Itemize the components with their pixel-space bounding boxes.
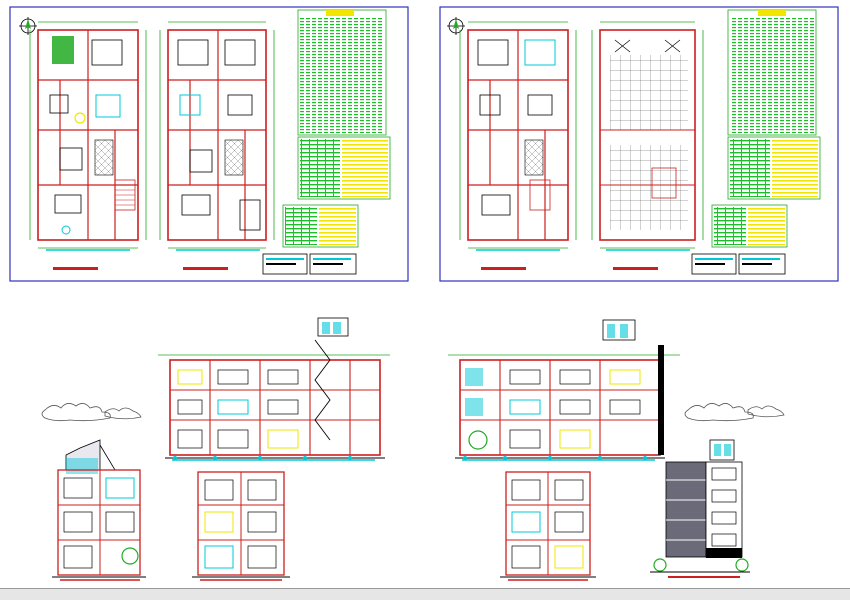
status-bar xyxy=(0,588,850,600)
compass-rose-icon xyxy=(19,17,37,35)
longitudinal-section-right[interactable] xyxy=(448,319,680,461)
compass-rose-icon xyxy=(447,17,465,35)
longitudinal-section-left[interactable] xyxy=(158,317,390,461)
sheet-border xyxy=(439,6,839,282)
floor-plan-upper[interactable] xyxy=(459,21,577,270)
floor-plans-sheet-2[interactable] xyxy=(439,6,839,282)
cloud-decoration-left xyxy=(41,403,142,422)
rear-elevation[interactable] xyxy=(500,471,596,581)
front-elevation-3d[interactable] xyxy=(650,439,750,578)
floor-plan-typical[interactable] xyxy=(159,21,275,270)
schedule-table xyxy=(691,9,821,275)
floor-plan-roof[interactable] xyxy=(591,21,704,270)
front-elevation-1[interactable] xyxy=(52,439,146,581)
schedule-table xyxy=(262,9,391,275)
floor-plans-sheet-1[interactable] xyxy=(9,6,409,282)
sheet-border xyxy=(9,6,409,282)
side-elevation-1[interactable] xyxy=(192,471,290,581)
cloud-decoration-right xyxy=(684,403,785,422)
floor-plan-ground[interactable] xyxy=(29,21,147,270)
